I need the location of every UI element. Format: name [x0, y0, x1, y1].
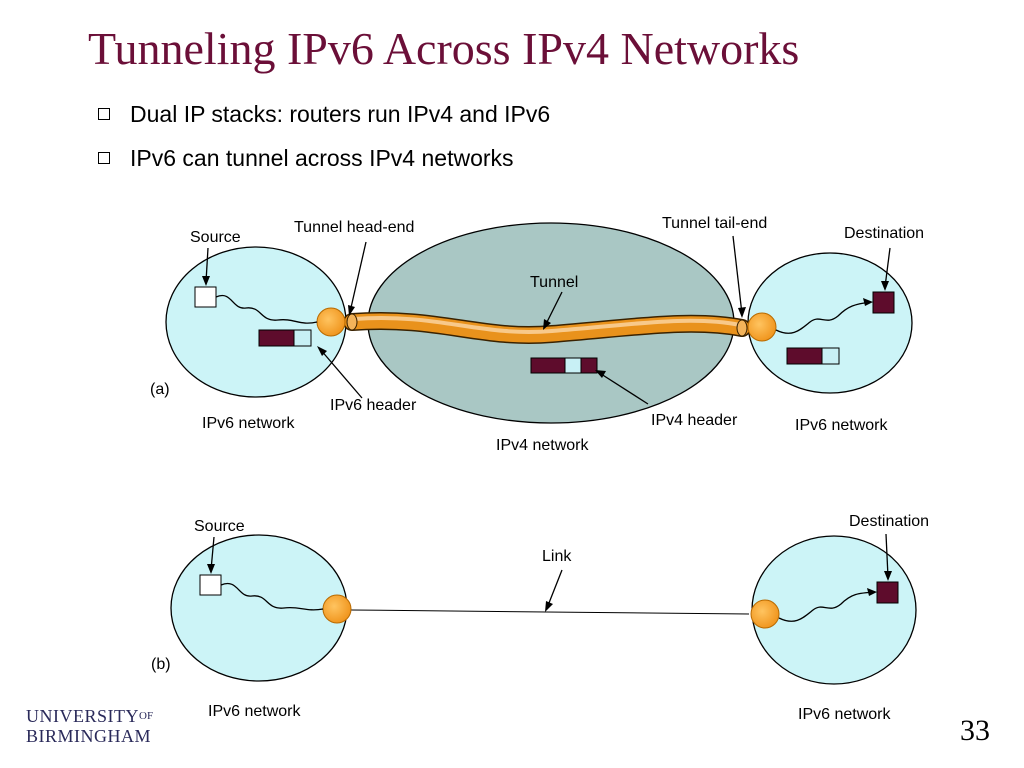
source-to-router-path: [220, 582, 324, 611]
router-to-destination-path: [778, 591, 876, 622]
ipv6-packet-payload: [786, 347, 823, 365]
tunnel-callout-line: [544, 291, 563, 327]
tunnel-head-end-label: Tunnel head-end: [294, 219, 414, 236]
source-to-router-path: [215, 294, 318, 324]
source-callout-arrowhead: [207, 564, 215, 574]
destination-host: [872, 291, 895, 314]
destination-label: Destination: [849, 513, 929, 530]
source-callout-arrowhead: [202, 276, 210, 286]
source-label: Source: [190, 229, 241, 246]
source-host: [199, 574, 222, 596]
tunnel-right-opening: [736, 319, 748, 337]
tunnel-tail-end-callout-line: [732, 235, 743, 315]
direct-link-line: [350, 609, 750, 615]
source-host: [194, 286, 217, 308]
destination-host: [876, 581, 899, 604]
tunnel-callout-arrowhead: [543, 319, 551, 330]
ipv6-header-callout-line: [319, 348, 363, 399]
panel-b-label: (b): [151, 656, 171, 673]
destination-arrowhead: [863, 298, 873, 306]
tunnel-head-end-callout-arrowhead: [348, 305, 355, 316]
link-label: Link: [542, 548, 572, 565]
tunnel-tail-end-router: [747, 312, 777, 342]
tunnel-tube-highlight: [352, 316, 742, 334]
bullet-text: IPv6 can tunnel across IPv4 networks: [130, 144, 514, 171]
bullet-item: Dual IP stacks: routers run IPv4 and IPv…: [98, 92, 550, 136]
tunnel-head-end-callout-line: [349, 241, 367, 313]
ipv6-packet-payload: [530, 357, 566, 374]
tunnel-tail-end-label: Tunnel tail-end: [662, 215, 767, 232]
bullet-square-icon: [98, 152, 110, 164]
tunnel-label: Tunnel: [530, 274, 578, 291]
ipv4-network-label: IPv4 network: [496, 437, 589, 454]
diagram-a: Source Tunnel head-end Tunnel tail-end D…: [150, 215, 924, 454]
destination-callout-arrowhead: [884, 571, 892, 581]
router-to-destination-path: [775, 301, 872, 334]
ipv4-header-label: IPv4 header: [651, 412, 738, 429]
ipv6-packet-header: [821, 347, 840, 365]
left-ipv6-network-label: IPv6 network: [202, 415, 295, 432]
right-router: [750, 599, 780, 629]
tunnel-tube-fill: [344, 313, 750, 343]
right-ipv6-network-label: IPv6 network: [798, 706, 891, 723]
left-ipv6-network-cloud: [170, 534, 348, 682]
left-router: [322, 594, 352, 624]
link-callout-arrowhead: [545, 601, 553, 612]
ipv6-packet-header: [293, 329, 312, 347]
ipv6-packet-payload: [258, 329, 295, 347]
destination-arrowhead: [867, 588, 877, 596]
ipv6-header-callout-arrowhead: [317, 346, 327, 356]
page-number: 33: [960, 714, 990, 747]
logo-line-2: BIRMINGHAM: [26, 726, 152, 746]
left-ipv6-network-label: IPv6 network: [208, 703, 301, 720]
bullet-text: Dual IP stacks: routers run IPv4 and IPv…: [130, 100, 551, 127]
tunnel-left-opening: [346, 313, 358, 331]
destination-label: Destination: [844, 225, 924, 242]
university-logo: UNIVERSITYOF BIRMINGHAM: [26, 706, 153, 746]
diagram-b: Source Destination Link (b) IPv6 network…: [151, 513, 929, 723]
logo-of: OF: [139, 710, 154, 722]
ipv4-header-callout-arrowhead: [595, 370, 606, 378]
right-ipv6-network-label: IPv6 network: [795, 417, 888, 434]
destination-callout-arrowhead: [881, 281, 889, 291]
panel-a-label: (a): [150, 381, 170, 398]
tunnel-head-end-router: [316, 307, 346, 337]
ipv6-header-label: IPv6 header: [330, 397, 417, 414]
bullet-square-icon: [98, 108, 110, 120]
bullet-list: Dual IP stacks: routers run IPv4 and IPv…: [98, 92, 550, 180]
slide-title: Tunneling IPv6 Across IPv4 Networks: [88, 23, 800, 74]
ipv6-packet-header: [564, 357, 582, 374]
link-callout-line: [546, 569, 563, 609]
logo-line-1: UNIVERSITY: [26, 706, 139, 726]
bullet-item: IPv6 can tunnel across IPv4 networks: [98, 136, 550, 180]
ipv4-packet-header: [580, 357, 598, 374]
destination-callout-line: [885, 533, 889, 578]
destination-callout-line: [884, 247, 891, 288]
ipv4-header-callout-line: [597, 371, 649, 405]
tunnel-tail-end-callout-arrowhead: [738, 307, 746, 318]
source-label: Source: [194, 518, 245, 535]
